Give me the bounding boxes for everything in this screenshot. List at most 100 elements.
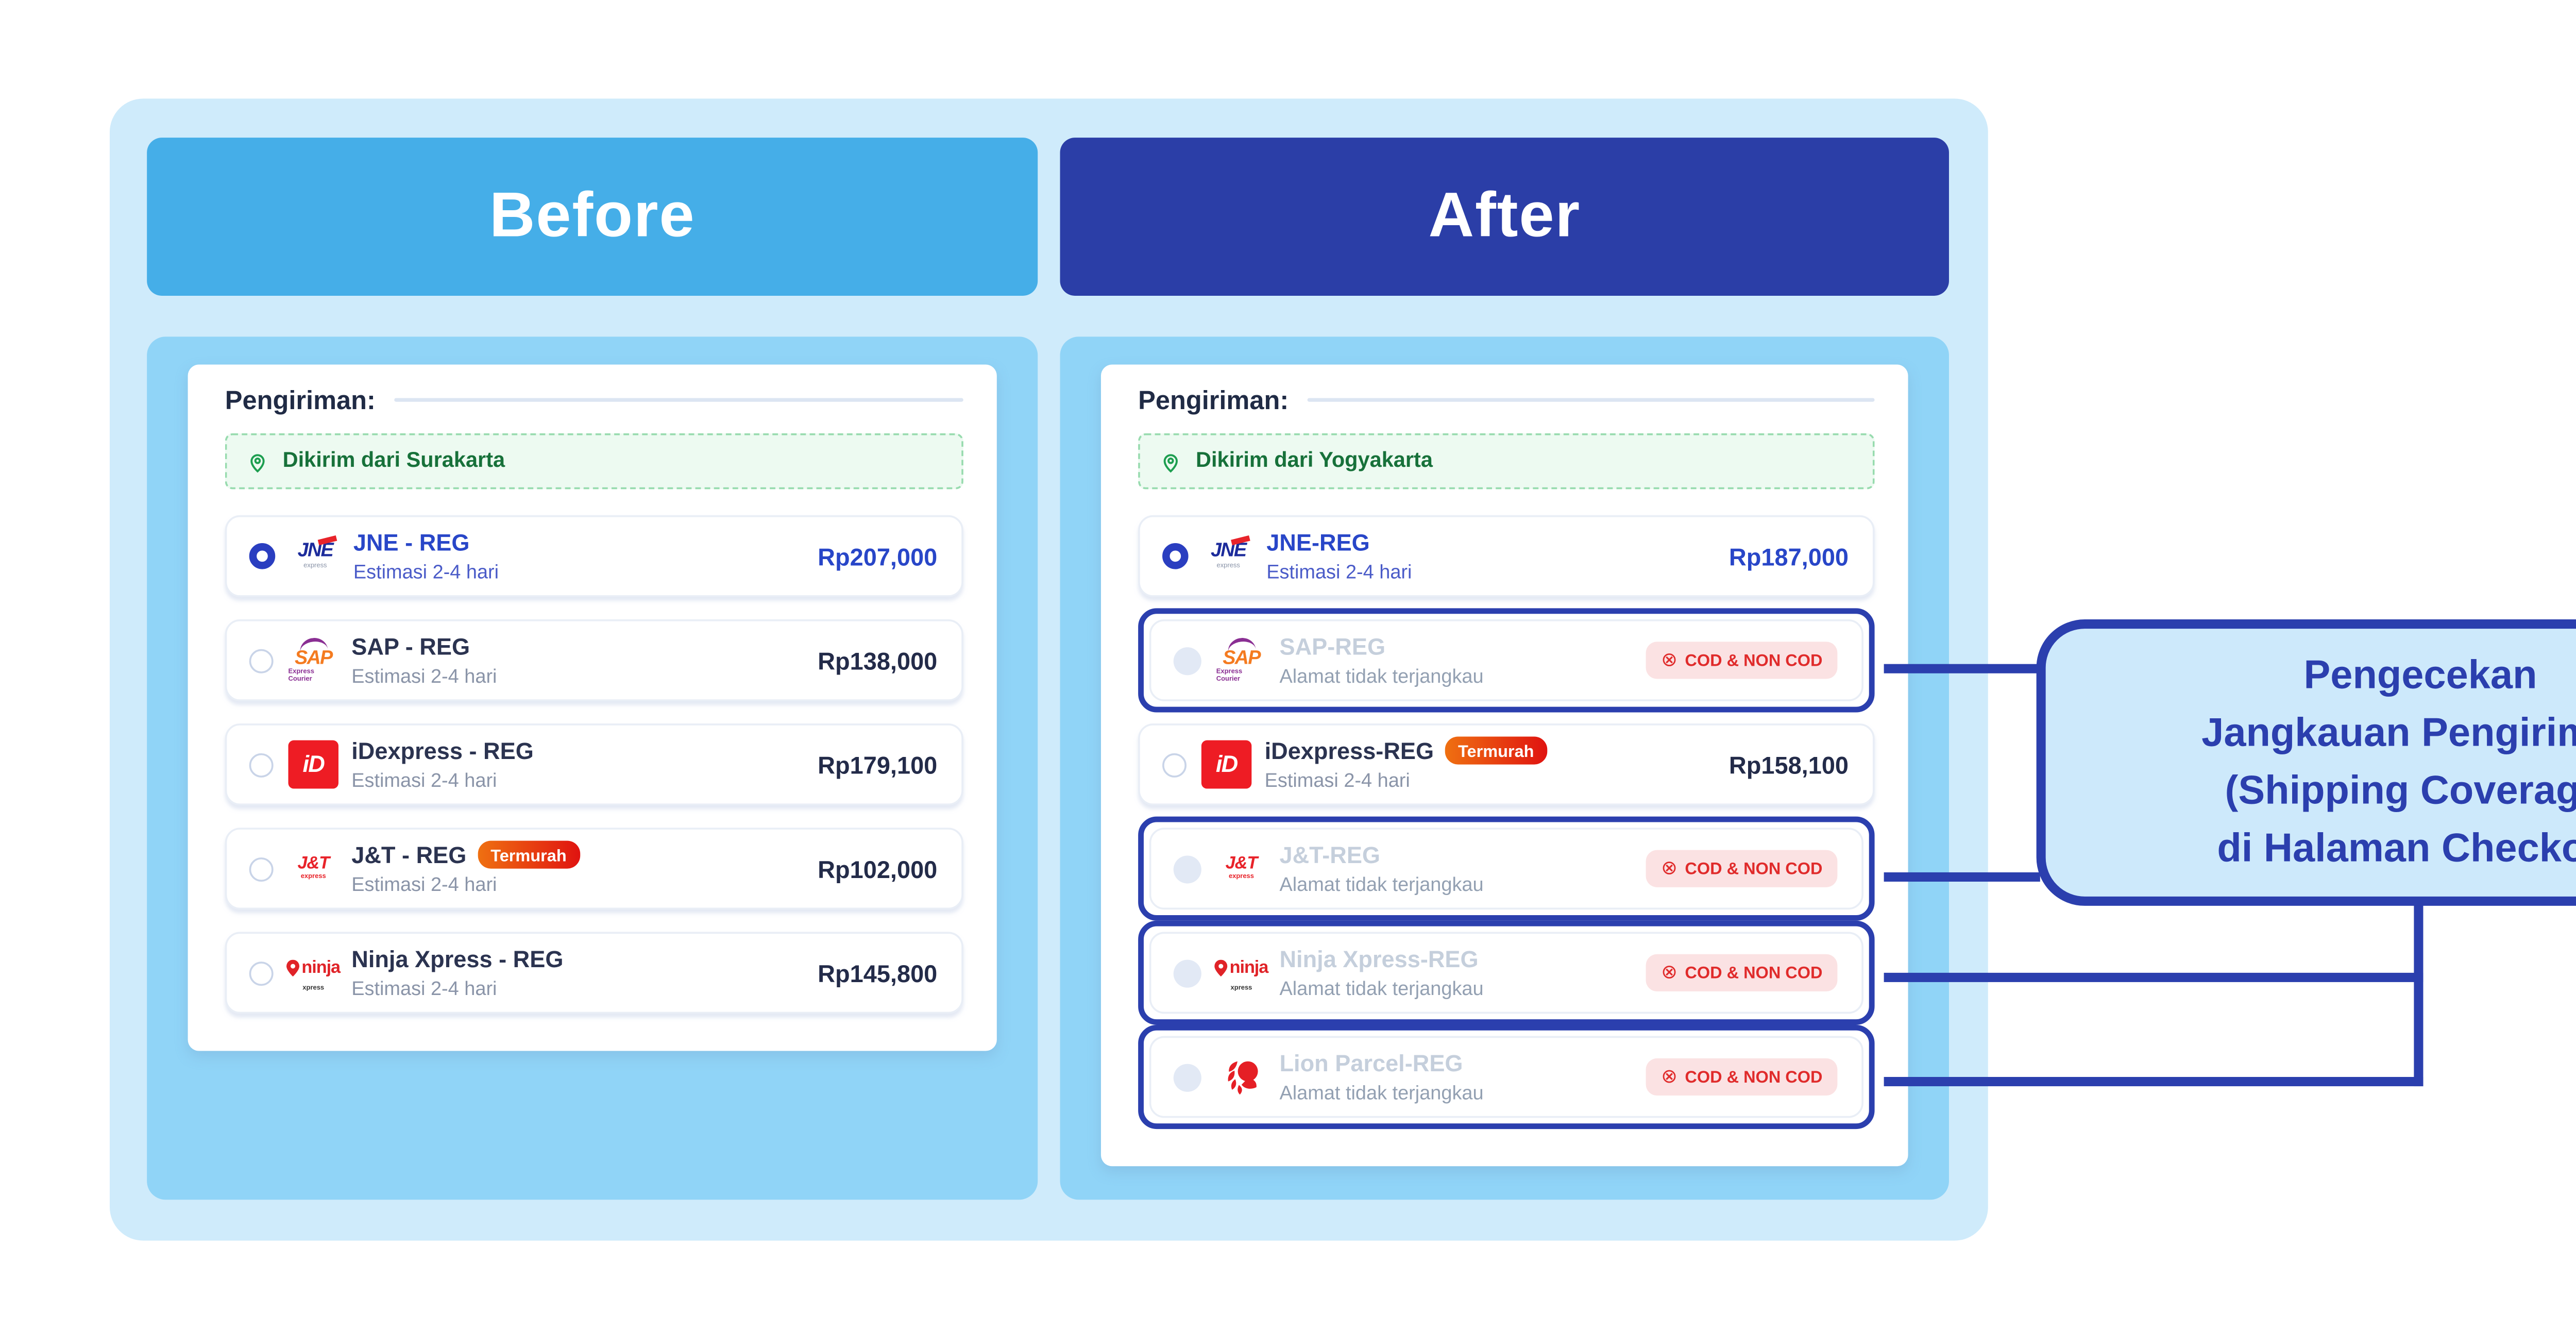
lion-parcel-logo-icon (1216, 1055, 1266, 1100)
shipping-option-subtitle: Estimasi 2-4 hari (353, 561, 499, 583)
shipping-option-title-line: iDexpress - REG (351, 737, 534, 764)
jnt-logo-text: J&T (297, 853, 330, 874)
shipping-option-price: Rp158,100 (1728, 750, 1849, 779)
idexpress-logo-text: iD (302, 751, 325, 777)
shipping-option-radio[interactable] (1162, 752, 1187, 777)
shipping-option-subtitle: Estimasi 2-4 hari (351, 769, 497, 791)
jnt-logo-text: J&T (1225, 853, 1258, 874)
shipping-option-row[interactable]: Lion Parcel-REG Alamat tidak terjangkau ⊗C… (1149, 1036, 1863, 1118)
shipping-option-title-line: J&T-REG (1279, 841, 1483, 868)
shipping-option-title-line: Lion Parcel-REG (1279, 1050, 1483, 1076)
shipping-option-radio[interactable] (249, 752, 274, 777)
cod-unavailable-label: COD & NON COD (1685, 651, 1823, 670)
cod-unavailable-badge: ⊗COD & NON COD (1646, 849, 1838, 888)
section-divider (1307, 398, 1875, 402)
shipping-option-info: SAP-REG Alamat tidak terjangkau (1279, 633, 1483, 687)
ninja-pin-icon (286, 954, 300, 984)
connector-jnt-row (1884, 872, 2040, 882)
shipping-option-info: SAP - REG Estimasi 2-4 hari (351, 633, 497, 687)
callout-line: Pengecekan (2303, 652, 2537, 697)
shipping-option-radio[interactable] (249, 543, 276, 569)
shipping-option-title: iDexpress - REG (351, 737, 534, 764)
shipping-option-radio[interactable] (249, 960, 274, 985)
shipping-option-price: Rp102,000 (818, 854, 938, 883)
shipping-option-title: SAP - REG (351, 633, 470, 660)
shipping-option-radio[interactable] (249, 648, 274, 672)
section-divider (394, 398, 963, 402)
origin-banner: Dikirim dari Yogyakarta (1138, 433, 1875, 490)
shipping-option-radio (1173, 646, 1201, 675)
ninja-logo-text: ninja (1229, 957, 1269, 979)
shipping-option-subtitle: Alamat tidak terjangkau (1279, 1082, 1484, 1104)
ninja-logo-line: ninja (286, 954, 341, 984)
shipping-option-subtitle: Alamat tidak terjangkau (1279, 977, 1484, 1000)
shipping-section-title: Pengiriman: (1138, 385, 1289, 415)
shipping-option-subtitle: Alamat tidak terjangkau (1279, 873, 1484, 896)
shipping-option-title: JNE-REG (1266, 529, 1370, 555)
shipping-option-radio[interactable] (1162, 543, 1189, 569)
cod-unavailable-badge: ⊗COD & NON COD (1646, 1058, 1838, 1097)
shipping-option-subtitle: Alamat tidak terjangkau (1279, 665, 1484, 687)
connector-vertical (2414, 902, 2424, 1087)
shipping-option-price: Rp138,000 (818, 646, 938, 675)
cheapest-badge: Termurah (478, 840, 580, 869)
ninja-pin-icon (1214, 954, 1228, 984)
shipping-option-title: Lion Parcel-REG (1279, 1050, 1463, 1076)
jne-logo-text: JNE (1211, 540, 1247, 563)
shipping-option-subtitle: Estimasi 2-4 hari (1266, 561, 1412, 583)
shipping-option-info: J&T-REG Alamat tidak terjangkau (1279, 841, 1483, 896)
callout-line: (Shipping Coverage) (2225, 768, 2576, 813)
callout-line: di Halaman Checkout (2217, 826, 2576, 871)
before-header: Before (147, 138, 1038, 296)
idexpress-logo-text: iD (1215, 751, 1238, 777)
shipping-option-title-line: SAP - REG (351, 633, 497, 660)
sap-logo-swoosh (1227, 636, 1256, 652)
jne-logo-text: JNE (297, 540, 334, 563)
shipping-option-title: J&T-REG (1279, 841, 1381, 868)
callout-line: Jangkauan Pengiriman (2201, 710, 2576, 755)
sap-logo-text: SAP (294, 646, 333, 669)
shipping-section-title: Pengiriman: (225, 385, 376, 415)
shipping-option-info: Lion Parcel-REG Alamat tidak terjangkau (1279, 1050, 1483, 1104)
sap-logo-subtext: Express Courier (288, 668, 315, 682)
shipping-option-subtitle: Estimasi 2-4 hari (351, 874, 497, 897)
shipping-option-info: JNE-REG Estimasi 2-4 hari (1266, 529, 1412, 583)
jnt-logo-subtext: express (300, 873, 326, 881)
sap-logo-text: SAP (1223, 646, 1261, 669)
after-header-label: After (1428, 180, 1581, 251)
idexpress-logo-icon: iD (288, 740, 338, 789)
shipping-option-price: Rp207,000 (818, 542, 938, 570)
shipping-option-title: iDexpress-REG (1264, 737, 1434, 764)
shipping-option-radio[interactable] (249, 856, 274, 881)
shipping-option-title-line: JNE-REG (1266, 529, 1412, 555)
shipping-option-subtitle: Estimasi 2-4 hari (351, 665, 497, 687)
ninja-logo-subtext: xpress (302, 983, 325, 991)
shipping-option-title: SAP-REG (1279, 633, 1386, 660)
cod-unavailable-label: COD & NON COD (1685, 1067, 1823, 1087)
cod-unavailable-badge: ⊗COD & NON COD (1646, 953, 1838, 992)
cod-unavailable-badge: ⊗COD & NON COD (1646, 641, 1838, 680)
